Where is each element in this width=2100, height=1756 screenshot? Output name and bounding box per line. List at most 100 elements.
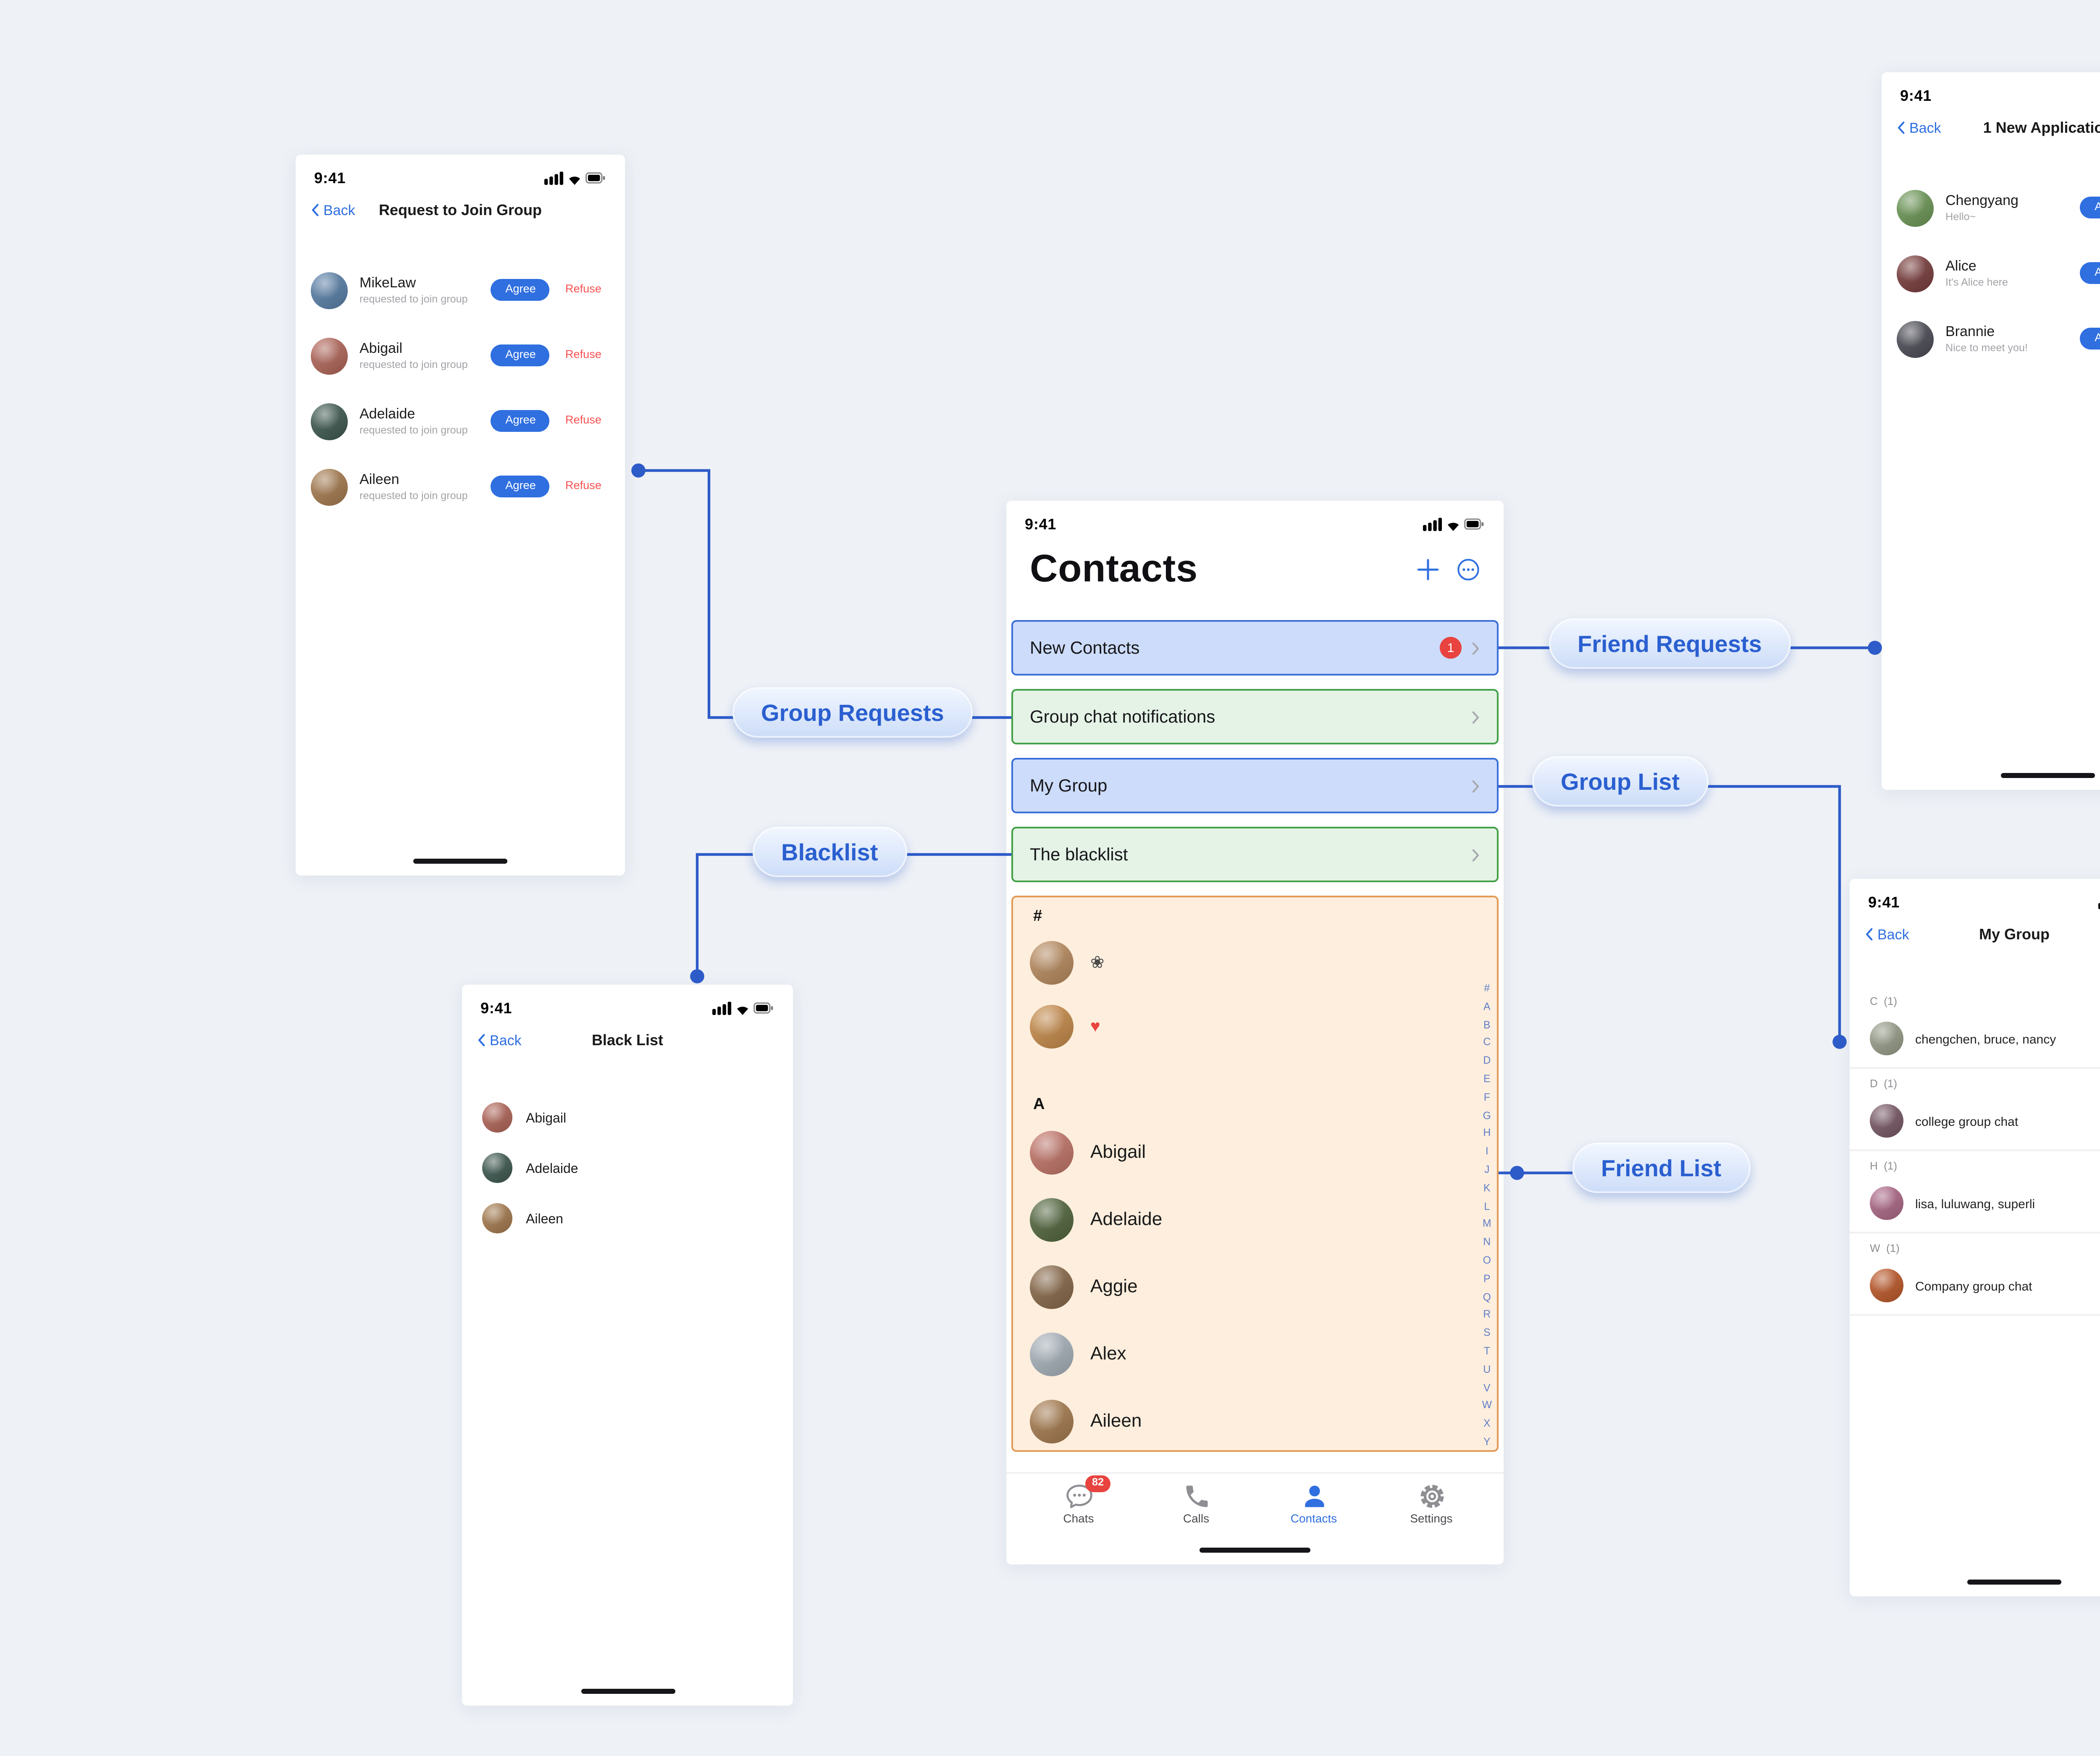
join-request-row[interactable]: Adelaide requested to join group Agree R… <box>296 388 625 454</box>
group-row[interactable]: Company group chat <box>1850 1264 2100 1314</box>
back-button[interactable]: Back <box>311 192 355 229</box>
blacklist-row[interactable]: Adelaide <box>462 1143 793 1193</box>
status-time: 9:41 <box>1868 894 1900 911</box>
chevron-left-icon <box>311 203 319 217</box>
alphabet-index[interactable]: # A B C D E F G H I J K L M N O P Q R S … <box>1482 983 1492 1448</box>
contact-name: Aileen <box>360 471 399 487</box>
home-indicator <box>580 1688 675 1694</box>
home-indicator <box>2001 772 2095 778</box>
more-options-icon[interactable] <box>1457 557 1480 581</box>
row-new-contacts[interactable]: New Contacts 1 <box>1011 620 1499 676</box>
row-label: The blacklist <box>1030 844 1128 865</box>
section-header: W (1) <box>1870 1243 1900 1255</box>
contact-row[interactable]: Aileen <box>1030 1388 1480 1450</box>
group-name: chengchen, bruce, nancy <box>1915 1031 2056 1046</box>
avatar <box>311 468 348 505</box>
nav-bar: Back Black List <box>462 1022 793 1059</box>
row-label: Group chat notifications <box>1030 707 1215 727</box>
add-contact-icon[interactable] <box>1416 557 1440 581</box>
avatar <box>1030 941 1074 985</box>
screen-my-group: 9:41 Back My Group C (1) chengchen, bruc… <box>1850 879 2100 1596</box>
screen-request-to-join-group: 9:41 Back Request to Join Group MikeLaw … <box>296 155 625 875</box>
row-group-chat-notifications[interactable]: Group chat notifications <box>1011 689 1499 744</box>
contact-name: MikeLaw <box>360 274 416 291</box>
request-text: Adelaide requested to join group <box>360 405 491 437</box>
agree-button[interactable]: Agree <box>491 476 550 497</box>
request-subtitle: requested to join group <box>360 360 468 371</box>
request-message: It's Alice here <box>1945 277 2008 289</box>
row-label: My Group <box>1030 775 1108 796</box>
status-time: 9:41 <box>314 170 346 187</box>
row-accessories <box>1472 779 1480 792</box>
annotation-group-list: Group List <box>1532 756 1709 807</box>
row-label: New Contacts <box>1030 638 1140 658</box>
join-request-row[interactable]: MikeLaw requested to join group Agree Re… <box>296 257 625 323</box>
agree-button[interactable]: Agree <box>491 410 550 432</box>
group-row[interactable]: lisa, luluwang, superli <box>1850 1181 2100 1232</box>
agree-button[interactable]: Agree <box>2080 262 2100 284</box>
refuse-button[interactable]: Refuse <box>557 410 610 432</box>
avatar <box>1030 1131 1074 1175</box>
tab-chats[interactable]: 82 Chats <box>1020 1475 1137 1526</box>
back-button[interactable]: Back <box>477 1022 522 1059</box>
blacklist-row[interactable]: Aileen <box>462 1193 793 1243</box>
contact-name: Abigail <box>526 1110 567 1125</box>
row-the-blacklist[interactable]: The blacklist <box>1011 827 1499 882</box>
status-icons <box>712 1000 774 1017</box>
annotation-friend-requests: Friend Requests <box>1549 618 1790 669</box>
contact-row[interactable]: Abigail <box>1030 1119 1480 1186</box>
contact-name: Aggie <box>1090 1277 1138 1297</box>
friend-request-row[interactable]: Alice It's Alice here Agree Refuse <box>1882 240 2100 306</box>
back-button[interactable]: Back <box>1865 916 1909 953</box>
agree-button[interactable]: Agree <box>2080 328 2100 350</box>
group-row[interactable]: chengchen, bruce, nancy <box>1850 1017 2100 1067</box>
refuse-button[interactable]: Refuse <box>557 279 610 301</box>
row-my-group[interactable]: My Group <box>1011 758 1499 813</box>
contact-name: Adelaide <box>1090 1210 1163 1230</box>
agree-button[interactable]: Agree <box>2080 197 2100 218</box>
agree-button[interactable]: Agree <box>491 344 550 366</box>
section-header-a: A <box>1033 1096 1045 1114</box>
avatar <box>1870 1104 1903 1138</box>
tab-label: Calls <box>1183 1514 1210 1526</box>
person-icon <box>1299 1482 1328 1511</box>
contact-name: Brannie <box>1945 323 1995 339</box>
back-button[interactable]: Back <box>1897 109 1941 146</box>
blacklist-row[interactable]: Abigail <box>462 1092 793 1143</box>
contact-row[interactable]: ♥ <box>1030 995 1480 1059</box>
join-request-row[interactable]: Abigail requested to join group Agree Re… <box>296 323 625 388</box>
refuse-button[interactable]: Refuse <box>557 476 610 497</box>
contact-row[interactable]: Adelaide <box>1030 1186 1480 1254</box>
contact-row[interactable]: ❀ <box>1030 931 1480 995</box>
chevron-left-icon <box>1897 121 1905 134</box>
nav-bar: Back Request to Join Group <box>296 192 625 229</box>
tab-label: Chats <box>1063 1514 1094 1526</box>
chevron-right-icon <box>1472 710 1480 723</box>
refuse-button[interactable]: Refuse <box>557 344 610 366</box>
tab-calls[interactable]: Calls <box>1137 1482 1255 1526</box>
request-text: Alice It's Alice here <box>1945 257 2080 289</box>
tab-settings[interactable]: Settings <box>1373 1482 1490 1526</box>
contact-row[interactable]: Alex <box>1030 1321 1480 1388</box>
join-request-row[interactable]: Aileen requested to join group Agree Ref… <box>296 454 625 519</box>
avatar <box>1030 1005 1074 1049</box>
agree-button[interactable]: Agree <box>491 279 550 301</box>
group-list: C (1) chengchen, bruce, nancy D (1) coll… <box>1850 986 2100 1316</box>
contact-row[interactable]: Aggie <box>1030 1254 1480 1321</box>
avatar <box>482 1203 512 1233</box>
avatar <box>1030 1400 1074 1443</box>
avatar <box>482 1153 512 1183</box>
chevron-right-icon <box>1472 641 1480 655</box>
group-section: W (1) Company group chat <box>1850 1233 2100 1316</box>
group-row[interactable]: college group chat <box>1850 1099 2100 1149</box>
contacts-header: Contacts <box>1006 534 1504 591</box>
chevron-right-icon <box>1472 779 1480 792</box>
back-label: Back <box>490 1032 522 1049</box>
avatar <box>1897 189 1934 226</box>
tab-contacts[interactable]: Contacts <box>1255 1482 1373 1526</box>
screen-title: 1 New Application <box>1983 119 2100 136</box>
friend-request-row[interactable]: Chengyang Hello~ Agree Refuse <box>1882 175 2100 240</box>
friend-request-row[interactable]: Brannie Nice to meet you! Agree Refuse <box>1882 306 2100 371</box>
request-text: Abigail requested to join group <box>360 339 491 371</box>
status-bar: 9:41 <box>1850 879 2100 912</box>
